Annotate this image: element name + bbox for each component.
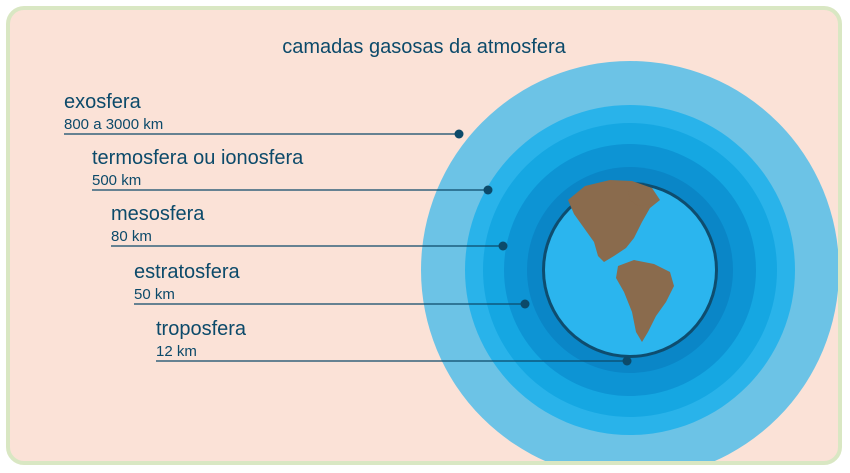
exosfera-altitude: 800 a 3000 km (64, 116, 164, 133)
atmosphere-diagram (64, 61, 838, 461)
mesosfera-label: mesosfera 80 km (111, 204, 204, 244)
mesosfera-marker (498, 241, 508, 251)
south-america-shape (616, 260, 674, 342)
troposfera-label: troposfera 12 km (156, 319, 246, 359)
diagram-frame: camadas gasosas da atmosfera exosfera 80… (6, 6, 842, 465)
exosfera-label: exosfera 800 a 3000 km (64, 92, 163, 132)
termosfera-marker (483, 185, 493, 195)
troposfera-name: troposfera (156, 318, 247, 340)
troposfera-marker (622, 356, 632, 366)
troposfera-altitude: 12 km (156, 343, 197, 360)
estratosfera-marker (520, 299, 530, 309)
exosfera-marker (454, 129, 464, 139)
estratosfera-label: estratosfera 50 km (134, 262, 240, 302)
exosfera-name: exosfera (64, 91, 141, 113)
greenland-shape (628, 186, 652, 206)
estratosfera-name: estratosfera (134, 261, 240, 283)
termosfera-altitude: 500 km (92, 172, 142, 189)
mesosfera-name: mesosfera (111, 203, 205, 225)
mesosfera-altitude: 80 km (111, 228, 152, 245)
termosfera-name: termosfera ou ionosfera (92, 147, 304, 169)
termosfera-label: termosfera ou ionosfera 500 km (92, 148, 303, 188)
diagram-title: camadas gasosas da atmosfera (282, 36, 566, 58)
estratosfera-altitude: 50 km (134, 286, 175, 303)
